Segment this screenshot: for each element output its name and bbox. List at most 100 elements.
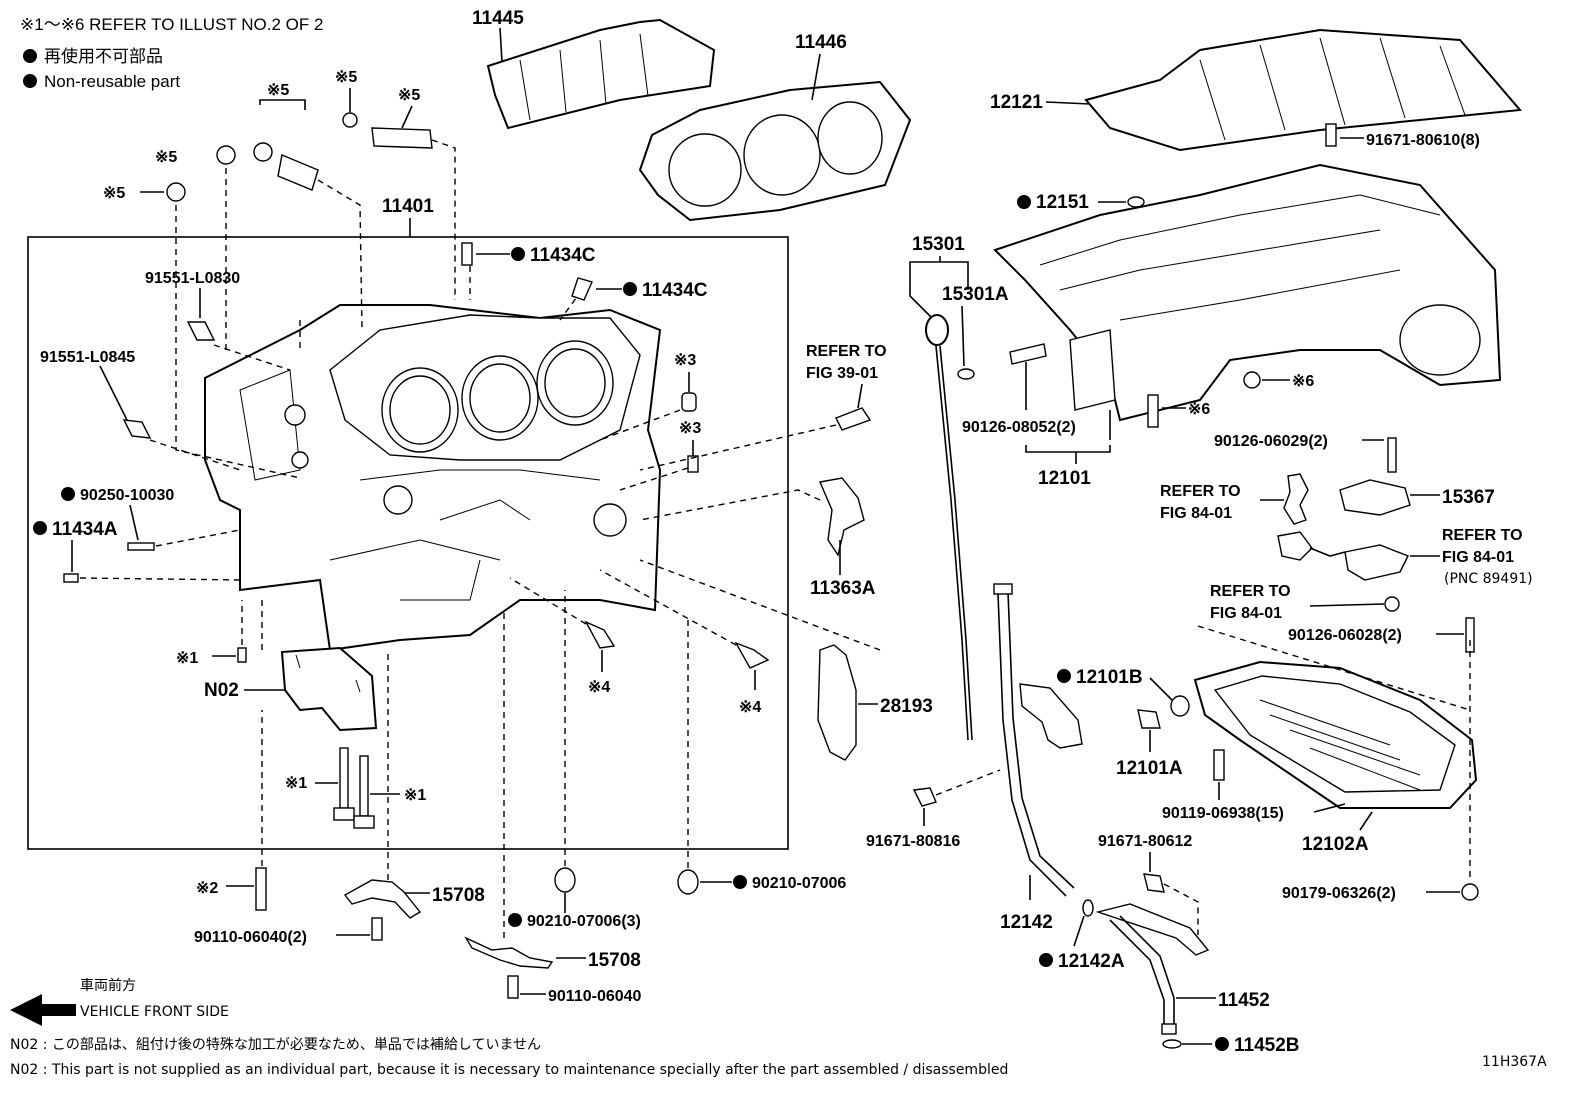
gasket-icon <box>1170 695 1190 717</box>
bracket-icon <box>1019 683 1083 749</box>
label-90110-06040[interactable]: 90110-06040 <box>548 988 642 1005</box>
label-91671-80612[interactable]: 91671-80612 <box>1098 833 1192 850</box>
label-12101B[interactable]: 12101B <box>1076 667 1143 688</box>
label-90126-06028[interactable]: 90126-06028(2) <box>1288 627 1402 644</box>
label-91671-80816[interactable]: 91671-80816 <box>866 833 960 850</box>
label-11434A[interactable]: 11434A <box>52 519 118 540</box>
pin-icon <box>63 573 79 583</box>
part-11445 <box>486 18 716 130</box>
label-11401[interactable]: 11401 <box>382 196 434 217</box>
refer-39-line1[interactable]: REFER TO <box>806 343 887 360</box>
refer-84b-line1[interactable]: REFER TO <box>1442 527 1523 544</box>
label-15367[interactable]: 15367 <box>1442 487 1495 508</box>
key-1-b: ※1 <box>285 775 307 792</box>
label-90210-07006[interactable]: 90210-07006 <box>752 875 846 892</box>
non-reusable-bullet-icon <box>1215 1037 1229 1051</box>
part-15708-b <box>464 936 554 969</box>
label-12101A[interactable]: 12101A <box>1116 758 1183 779</box>
refer-84c-line1[interactable]: REFER TO <box>1210 583 1291 600</box>
non-reusable-bullet-icon <box>23 49 37 63</box>
switch-icon <box>253 142 273 162</box>
label-11452B[interactable]: 11452B <box>1234 1035 1300 1056</box>
key-5-c: ※5 <box>267 82 289 99</box>
pin-icon <box>461 242 473 266</box>
switch-icon <box>277 154 319 191</box>
bolt-icon <box>835 407 872 431</box>
stud-bolt-icon <box>1465 617 1475 653</box>
sensor-icon <box>1277 531 1313 561</box>
dowel-icon <box>237 647 247 663</box>
bolt-icon <box>1143 873 1165 893</box>
pin-icon <box>127 542 155 551</box>
label-90126-06029[interactable]: 90126-06029(2) <box>1214 433 1328 450</box>
key-5-a: ※5 <box>335 69 357 86</box>
refer-84a-line2[interactable]: FIG 84-01 <box>1160 505 1232 522</box>
bolt-icon <box>186 321 216 341</box>
refer-84c-line2[interactable]: FIG 84-01 <box>1210 605 1282 622</box>
label-11434C-2[interactable]: 11434C <box>642 280 708 301</box>
stud-bolt-icon <box>255 867 267 911</box>
part-12142-tube <box>993 583 1075 897</box>
label-N02[interactable]: N02 <box>204 680 239 701</box>
bolt-icon <box>734 641 770 669</box>
label-11363A[interactable]: 11363A <box>810 578 876 599</box>
refer-84a-line1[interactable]: REFER TO <box>1160 483 1241 500</box>
refer-39-line2[interactable]: FIG 39-01 <box>806 365 878 382</box>
part-11446 <box>638 80 912 222</box>
label-15708-2[interactable]: 15708 <box>588 950 641 971</box>
label-15708-1[interactable]: 15708 <box>432 885 485 906</box>
bolt-icon <box>1213 749 1225 781</box>
key-5-b: ※5 <box>398 87 420 104</box>
part-12101-oil-pan <box>993 163 1502 422</box>
bolt-icon <box>1137 709 1161 729</box>
pnc-note: (PNC 89491) <box>1444 571 1533 587</box>
label-12121[interactable]: 12121 <box>990 92 1043 113</box>
label-12151[interactable]: 12151 <box>1036 192 1089 213</box>
label-91551-L0830[interactable]: 91551-L0830 <box>145 270 240 287</box>
non-reusable-bullet-icon <box>623 282 637 296</box>
label-90119[interactable]: 90119-06938(15) <box>1162 805 1284 822</box>
clip-icon <box>1283 473 1309 525</box>
label-11434C-1[interactable]: 11434C <box>530 245 596 266</box>
key-4-a: ※4 <box>588 679 610 696</box>
label-11452[interactable]: 11452 <box>1218 990 1270 1011</box>
arrow-left-icon <box>10 994 76 1026</box>
front-side-jp: 車両前方 <box>80 977 136 994</box>
gasket-icon <box>677 869 699 895</box>
non-reusable-bullet-icon <box>1017 195 1031 209</box>
n02-note-en: N02 : This part is not supplied as an in… <box>10 1062 1008 1078</box>
label-91551-L0845[interactable]: 91551-L0845 <box>40 349 135 366</box>
label-12142[interactable]: 12142 <box>1000 912 1053 933</box>
part-11452-strainer <box>1095 903 1210 1035</box>
sensor-flange-icon <box>1344 544 1409 581</box>
label-28193[interactable]: 28193 <box>880 696 933 717</box>
figure-id: 11H367A <box>1482 1054 1547 1070</box>
label-12102A[interactable]: 12102A <box>1302 834 1369 855</box>
label-15301[interactable]: 15301 <box>912 234 965 255</box>
stud-bolt-icon <box>1009 343 1047 365</box>
label-90126-08052[interactable]: 90126-08052(2) <box>962 419 1076 436</box>
bolt-icon <box>371 917 383 941</box>
label-15301A[interactable]: 15301A <box>942 284 1009 305</box>
cylinder-block-frame <box>27 236 789 850</box>
bolt-icon <box>122 419 152 439</box>
non-reusable-bullet-icon <box>1057 669 1071 683</box>
label-11445[interactable]: 11445 <box>472 8 524 29</box>
front-side-en: VEHICLE FRONT SIDE <box>80 1004 229 1020</box>
bolt-icon <box>342 112 358 128</box>
label-90179[interactable]: 90179-06326(2) <box>1282 885 1396 902</box>
part-28193 <box>817 644 857 761</box>
key-3-a: ※3 <box>674 352 696 369</box>
refer-84b-line2[interactable]: FIG 84-01 <box>1442 549 1514 566</box>
label-12101[interactable]: 12101 <box>1038 468 1091 489</box>
label-11446[interactable]: 11446 <box>795 32 847 53</box>
label-91671-80610[interactable]: 91671-80610(8) <box>1366 132 1480 149</box>
key-4-b: ※4 <box>739 699 761 716</box>
label-90250-10030[interactable]: 90250-10030 <box>80 487 174 504</box>
label-90210-07006-3[interactable]: 90210-07006(3) <box>527 913 641 930</box>
label-12142A[interactable]: 12142A <box>1058 951 1125 972</box>
label-90110-06040-2[interactable]: 90110-06040(2) <box>194 929 307 946</box>
sensor-icon <box>371 127 433 149</box>
nut-icon <box>1384 596 1400 612</box>
